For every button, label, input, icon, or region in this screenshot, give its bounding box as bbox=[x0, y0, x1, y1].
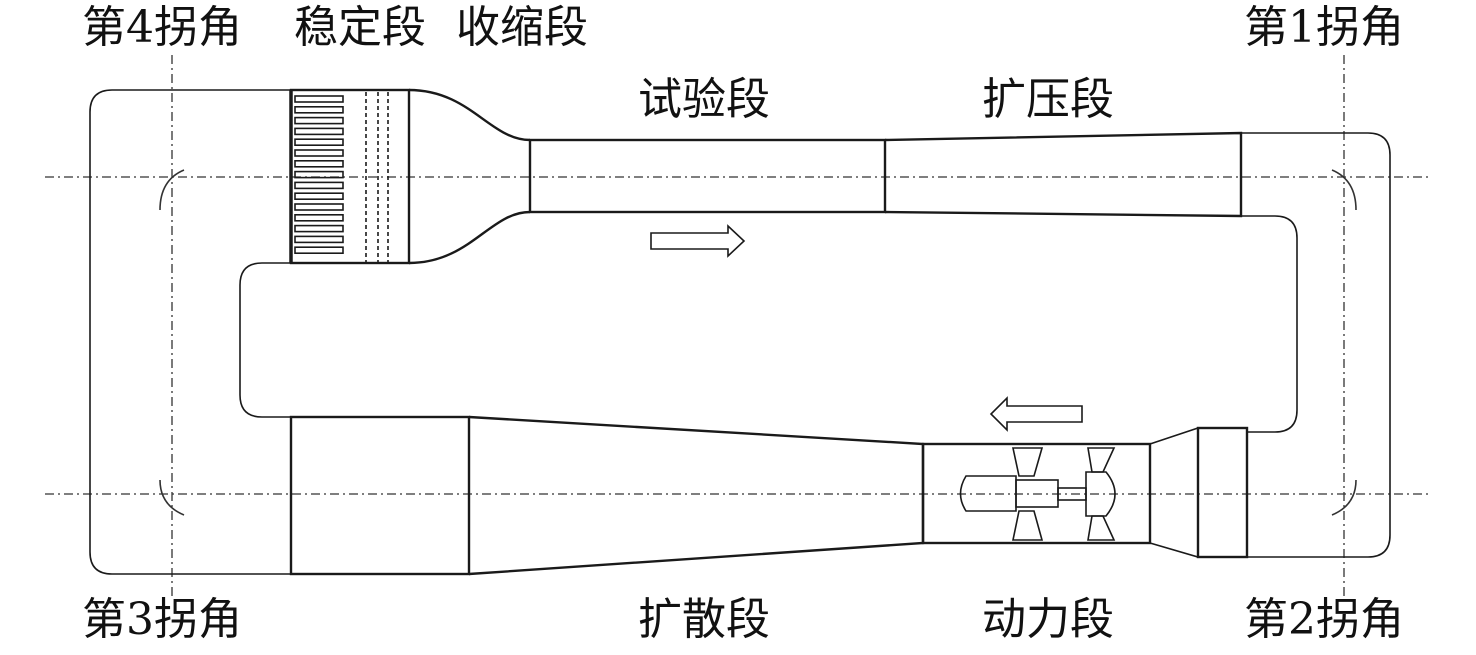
first-diffuser bbox=[884, 131, 1243, 218]
inner-wall bbox=[239, 215, 1298, 433]
honeycomb-slat bbox=[294, 127, 344, 136]
fan-blade-bottom bbox=[1012, 510, 1044, 541]
fan-blade-top bbox=[1012, 447, 1044, 477]
second-diffuser-cone bbox=[468, 415, 925, 576]
corner-markers bbox=[159, 169, 1357, 516]
honeycomb-slat bbox=[294, 192, 344, 200]
centerlines bbox=[45, 55, 1430, 600]
label-second-diffuser: 扩散段 bbox=[638, 594, 770, 645]
honeycomb-slat bbox=[294, 138, 344, 146]
corner-2-marker bbox=[1331, 479, 1357, 516]
corner-4-marker bbox=[159, 169, 185, 211]
second-diffuser bbox=[289, 415, 925, 576]
label-contraction: 收缩段 bbox=[456, 2, 588, 53]
second-diffuser-straight bbox=[289, 415, 471, 576]
label-corner-1: 第1拐角 bbox=[1244, 2, 1404, 53]
fan-transition bbox=[1149, 426, 1199, 559]
honeycomb-screen bbox=[294, 95, 344, 254]
label-power-section: 动力段 bbox=[982, 594, 1114, 645]
honeycomb-slat bbox=[294, 246, 344, 254]
flow-arrow-left-icon bbox=[989, 396, 1083, 432]
test-section bbox=[528, 138, 887, 214]
honeycomb-slat bbox=[294, 235, 344, 244]
honeycomb-slat bbox=[294, 224, 344, 233]
honeycomb-slat bbox=[294, 149, 344, 157]
fan-housing bbox=[1196, 426, 1249, 559]
honeycomb-slat bbox=[294, 106, 344, 114]
label-test-section: 试验段 bbox=[638, 74, 770, 125]
settling-chamber bbox=[289, 88, 411, 265]
outer-wall bbox=[89, 89, 1391, 575]
honeycomb-slat bbox=[294, 95, 344, 103]
label-first-diffuser: 扩压段 bbox=[982, 74, 1114, 125]
stator-vane-top bbox=[1087, 447, 1116, 473]
power-section-duct bbox=[921, 442, 1152, 545]
flow-arrow-right-icon bbox=[650, 224, 746, 258]
honeycomb-slat bbox=[294, 160, 344, 168]
contraction bbox=[408, 88, 531, 265]
stator-vane-bottom bbox=[1087, 515, 1116, 541]
corner-3-marker bbox=[159, 479, 185, 516]
label-corner-4: 第4拐角 bbox=[82, 2, 242, 53]
fan-nacelle bbox=[959, 475, 1017, 512]
honeycomb-slat bbox=[294, 203, 344, 211]
honeycomb-slat bbox=[294, 170, 344, 179]
label-settling-chamber: 稳定段 bbox=[294, 2, 426, 53]
honeycomb-slat bbox=[294, 116, 344, 125]
label-corner-2: 第2拐角 bbox=[1244, 594, 1404, 645]
power-section bbox=[921, 426, 1249, 559]
corner-1-marker bbox=[1331, 169, 1357, 211]
honeycomb-slat bbox=[294, 214, 344, 222]
honeycomb-slat bbox=[294, 181, 344, 190]
motor bbox=[1085, 471, 1116, 517]
label-corner-3: 第3拐角 bbox=[82, 594, 242, 645]
